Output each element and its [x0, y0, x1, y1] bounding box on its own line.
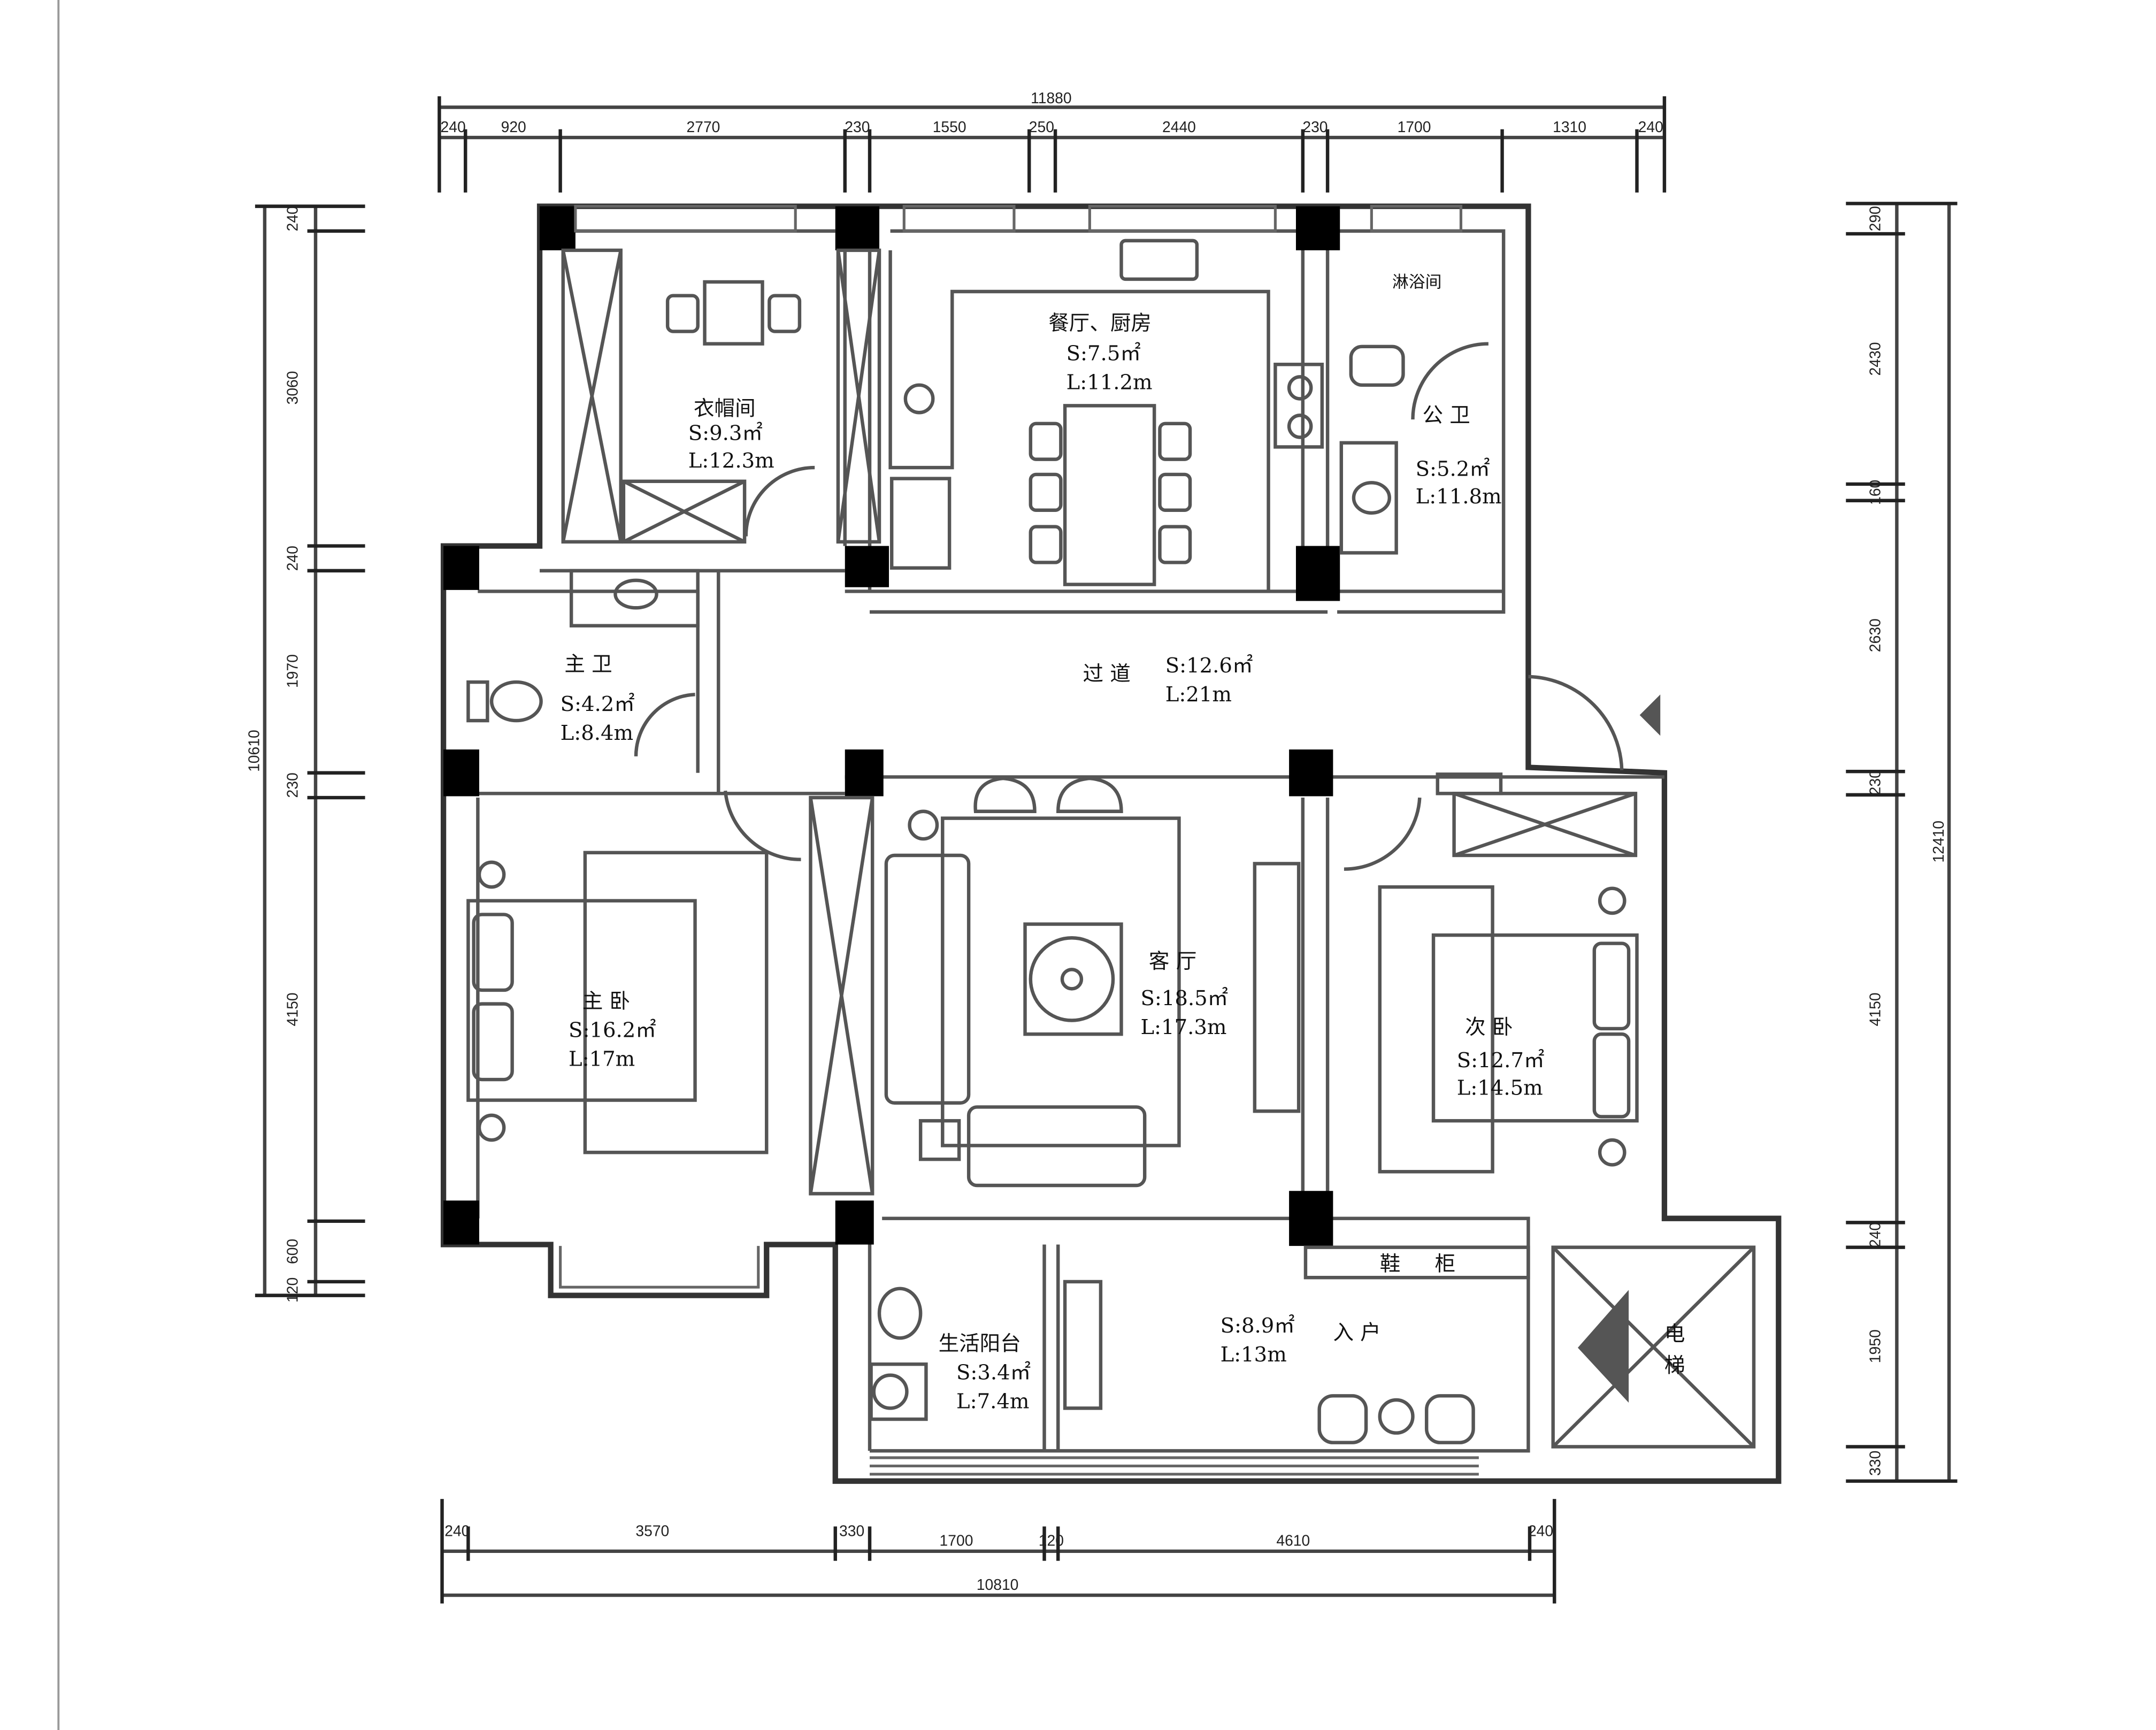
room-balcony-length: L:7.4m — [956, 1389, 1029, 1413]
dim-top-8: 1700 — [1398, 118, 1431, 135]
room-master-name: 主 卧 — [582, 989, 630, 1013]
dim-top-3: 230 — [845, 118, 870, 135]
dim-right-8: 330 — [1867, 1451, 1884, 1476]
room-cloak-name: 衣帽间 — [694, 396, 756, 420]
dim-top-0: 240 — [441, 118, 466, 135]
dimension-labels-vertical: 240 3060 240 1970 230 4150 120 600 10610… — [245, 206, 1947, 1476]
room-entry-length: L:13m — [1221, 1343, 1287, 1367]
structural-columns — [443, 206, 1340, 1246]
dim-top-2: 2770 — [687, 118, 720, 135]
room-entry-area: S:8.9㎡ — [1221, 1314, 1295, 1338]
room-cloak-length: L:12.3m — [688, 449, 774, 473]
dim-right-1: 2430 — [1867, 342, 1884, 376]
room-pubbath-area: S:5.2㎡ — [1416, 457, 1490, 481]
dim-bottom-0: 240 — [444, 1522, 470, 1540]
dim-left-3: 1970 — [284, 654, 301, 688]
dim-top-4: 1550 — [933, 118, 966, 135]
dim-bottom-2: 330 — [839, 1522, 864, 1540]
shoe-cabinet-char-1: 鞋 — [1380, 1252, 1401, 1276]
dim-left-4: 230 — [284, 772, 301, 798]
room-dining-name: 餐厅、厨房 — [1048, 311, 1152, 335]
room-masterbath-name: 主 卫 — [564, 653, 612, 677]
dim-bottom-3: 1700 — [940, 1532, 973, 1549]
room-entry-name: 入 户 — [1333, 1321, 1380, 1345]
dim-bottom-1: 3570 — [635, 1522, 669, 1540]
dim-bottom-4: 120 — [1039, 1532, 1064, 1549]
dim-top-1: 920 — [501, 118, 526, 135]
dim-bottom-total: 10810 — [977, 1576, 1019, 1593]
dim-top-7: 230 — [1302, 118, 1328, 135]
dim-right-4: 230 — [1867, 770, 1884, 795]
dim-left-total: 10610 — [245, 730, 263, 772]
dim-right-6: 240 — [1867, 1222, 1884, 1247]
dim-top-total: 11880 — [1031, 89, 1072, 106]
room-cloak-area: S:9.3㎡ — [688, 422, 763, 446]
room-dining-length: L:11.2m — [1067, 371, 1153, 395]
elevator-char-1: 电 — [1664, 1322, 1685, 1346]
dim-left-5: 4150 — [284, 992, 301, 1026]
room-labels: 衣帽间 S:9.3㎡ L:12.3m 餐厅、厨房 S:7.5㎡ L:11.2m … — [561, 272, 1685, 1413]
room-living-area: S:18.5㎡ — [1140, 986, 1228, 1011]
room-second-length: L:14.5m — [1457, 1076, 1543, 1100]
dim-left-0: 240 — [284, 206, 301, 231]
dim-right-total: 12410 — [1930, 821, 1947, 863]
room-pubbath-length: L:11.8m — [1416, 485, 1502, 509]
dim-right-0: 290 — [1867, 206, 1884, 231]
room-masterbath-length: L:8.4m — [561, 721, 633, 745]
windows — [574, 205, 1463, 233]
dimension-labels: 11880 240 920 2770 230 1550 250 2440 230… — [441, 89, 1663, 1593]
room-balcony-area: S:3.4㎡ — [956, 1360, 1031, 1384]
dim-left-1: 3060 — [284, 371, 301, 405]
dim-right-2: 160 — [1867, 480, 1884, 505]
room-corridor-area: S:12.6㎡ — [1165, 654, 1253, 678]
dim-right-7: 1950 — [1867, 1329, 1884, 1363]
room-shower-name: 淋浴间 — [1392, 272, 1442, 292]
dim-bottom-5: 4610 — [1276, 1532, 1310, 1549]
room-living-name: 客 厅 — [1149, 950, 1196, 974]
dim-left-6: 120 — [284, 1277, 301, 1303]
room-master-area: S:16.2㎡ — [569, 1018, 656, 1042]
room-corridor-length: L:21m — [1165, 683, 1232, 707]
room-second-name: 次 卧 — [1465, 1015, 1513, 1039]
room-living-length: L:17.3m — [1140, 1015, 1226, 1039]
dim-top-10: 240 — [1638, 118, 1663, 135]
shoe-cabinet-char-2: 柜 — [1435, 1252, 1456, 1276]
dim-left-2: 240 — [284, 546, 301, 571]
dim-left-7: 600 — [284, 1239, 301, 1264]
dimension-lines — [255, 96, 1958, 1604]
room-pubbath-name: 公 卫 — [1422, 403, 1470, 427]
furniture — [466, 239, 1661, 1444]
dim-bottom-6: 240 — [1528, 1522, 1553, 1540]
room-corridor-name: 过 道 — [1083, 662, 1130, 686]
room-masterbath-area: S:4.2㎡ — [561, 692, 635, 716]
dim-top-6: 2440 — [1162, 118, 1196, 135]
walls — [440, 203, 1782, 1484]
room-second-area: S:12.7㎡ — [1457, 1048, 1545, 1073]
dim-right-3: 2630 — [1867, 618, 1884, 652]
dim-top-5: 250 — [1029, 118, 1054, 135]
room-master-length: L:17m — [569, 1047, 635, 1071]
dim-right-5: 4150 — [1867, 992, 1884, 1026]
room-dining-area: S:7.5㎡ — [1067, 342, 1141, 366]
dim-top-9: 1310 — [1553, 118, 1586, 135]
elevator-char-2: 梯 — [1664, 1354, 1685, 1378]
room-balcony-name: 生活阳台 — [939, 1331, 1021, 1356]
